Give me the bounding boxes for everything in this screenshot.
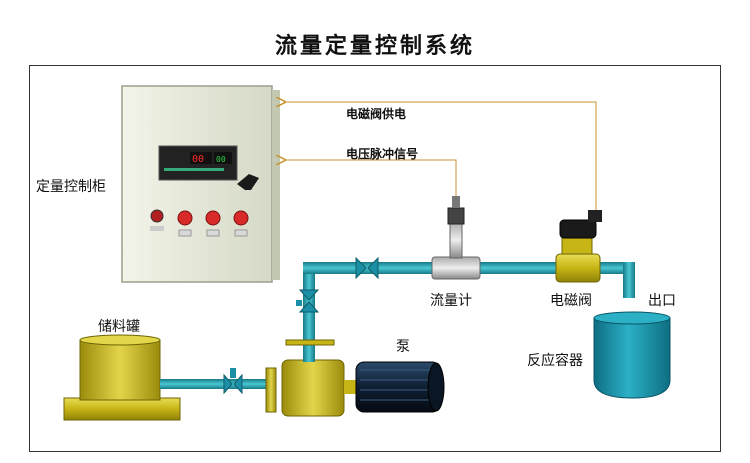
reactor-vessel bbox=[593, 311, 671, 399]
outlet-label: 出口 bbox=[648, 293, 676, 309]
valve-power-label: 电磁阀供电 bbox=[346, 107, 407, 121]
pump bbox=[265, 359, 445, 417]
riser-valve bbox=[296, 289, 320, 313]
flowmeter bbox=[431, 196, 481, 280]
pipe-tank-to-pump bbox=[160, 379, 272, 389]
diagram-title: 流量定量控制系统 bbox=[274, 34, 475, 59]
main-switch-handle bbox=[237, 174, 259, 190]
pump-label: 泵 bbox=[396, 339, 410, 355]
main-line-valve bbox=[355, 256, 379, 280]
inlet-valve bbox=[223, 368, 243, 395]
cabinet-button-2 bbox=[205, 210, 221, 226]
indicator-lamp bbox=[150, 209, 164, 223]
pump-flange bbox=[285, 339, 335, 346]
cabinet-button-1 bbox=[177, 210, 193, 226]
outlet-pipe bbox=[623, 262, 635, 298]
solenoid-valve bbox=[555, 210, 602, 283]
solenoid-valve-label: 电磁阀 bbox=[550, 293, 592, 309]
valve-power-line bbox=[284, 102, 597, 218]
storage-tank bbox=[63, 334, 181, 421]
pulse-signal-line bbox=[284, 160, 457, 204]
tank-label: 储料罐 bbox=[98, 319, 140, 335]
display-reading-left: 00 bbox=[192, 154, 204, 165]
cabinet-button-3 bbox=[233, 210, 249, 226]
cabinet-label: 定量控制柜 bbox=[36, 179, 106, 195]
diagram-frame bbox=[29, 65, 721, 452]
display-reading-right: 00 bbox=[216, 155, 226, 164]
flowmeter-label: 流量计 bbox=[430, 293, 472, 309]
pipe-pump-riser bbox=[303, 266, 315, 362]
control-cabinet: 00 00 bbox=[121, 85, 280, 283]
pulse-signal-label: 电压脉冲信号 bbox=[346, 147, 419, 161]
reactor-label: 反应容器 bbox=[527, 353, 583, 369]
